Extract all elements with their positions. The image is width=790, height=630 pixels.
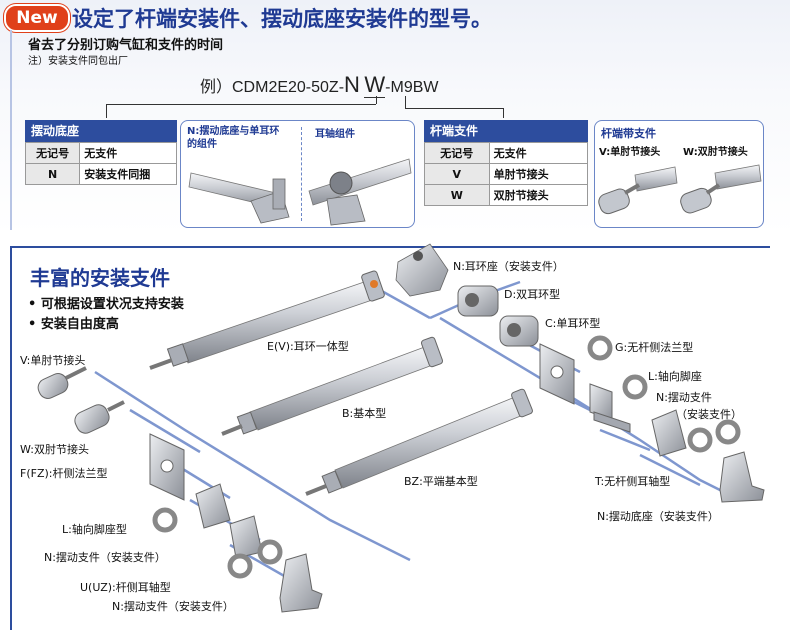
- label-n-ear: N:耳环座（安装支件）: [453, 260, 564, 273]
- bracket-line-w: [405, 96, 406, 108]
- table-row: W 双肘节接头: [424, 184, 589, 206]
- note: 注）安装支件同包出厂: [28, 56, 128, 67]
- pivot-bracket-right: [651, 409, 741, 457]
- table-cell-value: 安装支件同捆: [79, 163, 177, 185]
- table-cell-value: 单肘节接头: [488, 163, 589, 185]
- table-cell-key: V: [424, 163, 490, 185]
- pivot-panel-right-label: 耳轴组件: [315, 129, 355, 140]
- section-bullet-2: • 安装自由度高: [28, 317, 119, 332]
- model-prefix: 例）CDM2E20-50Z-: [200, 79, 345, 96]
- rodend-panel-left-label: V:单肘节接头: [599, 147, 661, 158]
- double-knuckle-w: [74, 400, 125, 434]
- header-left-edge: [10, 30, 12, 230]
- new-badge: New: [4, 4, 70, 32]
- pivot-table-block: 摆动底座 无记号 无支件 N 安装支件同捆: [24, 120, 177, 185]
- pivot-table-title: 摆动底座: [25, 120, 177, 142]
- model-part-n: N: [344, 72, 360, 97]
- section-divider: [10, 246, 770, 248]
- table-cell-value: 双肘节接头: [488, 184, 589, 206]
- table-cell-value: 无支件: [488, 142, 589, 164]
- model-example: 例）CDM2E20-50Z-N W-M9BW: [200, 72, 438, 98]
- label-g-flange: G:无杆侧法兰型: [615, 341, 694, 354]
- model-part-w: W: [364, 72, 386, 98]
- single-knuckle-joint: [598, 166, 678, 215]
- table-row: V 单肘节接头: [424, 163, 589, 185]
- double-clevis-d: [457, 285, 499, 317]
- pivot-base-right: [719, 451, 765, 503]
- label-n-pivot-right-2: （安装支件）: [676, 408, 742, 421]
- pivot-cylinder-left: [188, 172, 290, 224]
- connector-lines: [94, 280, 741, 587]
- page-title: 设定了杆端安装件、摆动底座安装件的型号。: [72, 7, 492, 31]
- panel-divider: [301, 127, 302, 221]
- foot-l-left: [152, 483, 231, 533]
- rodend-illustration: [598, 164, 762, 215]
- cylinder-b-basic: [221, 336, 444, 436]
- label-u-trunnion: U(UZ):杆侧耳轴型: [80, 581, 171, 594]
- pivot-table: 无记号 无支件 N 安装支件同捆: [24, 142, 177, 185]
- pivot-panel-left-label: N:摆动底座与单耳环的组件: [187, 126, 280, 150]
- flange-f: [149, 433, 185, 501]
- single-clevis-c: [499, 315, 539, 347]
- label-f-flange: F(FZ):杆侧法兰型: [20, 467, 108, 480]
- cylinder-e-integrated: [149, 270, 385, 370]
- label-e-integrated: E(V):耳环一体型: [267, 340, 349, 353]
- bracket-line-w-drop: [503, 108, 504, 118]
- section-left-edge: [10, 246, 12, 630]
- rodend-panel-right-label: W:双肘节接头: [683, 147, 748, 158]
- pivot-base-left: [279, 553, 323, 613]
- subtitle: 省去了分别订购气缸和支件的时间: [28, 38, 224, 53]
- label-c-single: C:单耳环型: [545, 317, 601, 330]
- label-bz-flat: BZ:平端基本型: [404, 475, 478, 488]
- rodend-panel: 杆端带支件 V:单肘节接头 W:双肘节接头: [594, 120, 764, 228]
- bracket-line-w-h: [405, 108, 503, 109]
- rodend-table-block: 杆端支件 无记号 无支件 V 单肘节接头 W 双肘节接头: [424, 120, 589, 206]
- label-n-pivot-left: N:摆动支件（安装支件）: [44, 551, 166, 564]
- table-cell-key: N: [24, 163, 81, 185]
- model-suffix: -M9BW: [385, 79, 439, 96]
- label-l-foot-right: L:轴向脚座: [648, 370, 702, 383]
- label-n-pivot-base: N:摆动底座（安装支件）: [597, 510, 719, 523]
- bracket-line-n-drop: [106, 104, 107, 118]
- table-row: N 安装支件同捆: [24, 163, 177, 185]
- table-cell-key: 无记号: [24, 142, 81, 164]
- table-row: 无记号 无支件: [24, 142, 177, 164]
- label-w-double: W:双肘节接头: [20, 443, 89, 456]
- rodend-table: 无记号 无支件 V 单肘节接头 W 双肘节接头: [424, 142, 589, 206]
- table-cell-key: W: [424, 184, 490, 206]
- section-bullet-1: • 可根据设置状况支持安装: [28, 297, 184, 312]
- double-knuckle-joint: [680, 164, 762, 214]
- label-n-pivot-left-2: N:摆动支件（安装支件）: [112, 600, 234, 613]
- pivot-assembly-panel: N:摆动底座与单耳环的组件 耳轴组件: [180, 120, 415, 228]
- trunnion-cylinder-right: [308, 158, 412, 226]
- label-l-foot-left: L:轴向脚座型: [62, 523, 127, 536]
- label-b-basic: B:基本型: [342, 407, 387, 420]
- single-knuckle-v: [37, 366, 87, 399]
- pivot-assembly-illustration: [188, 158, 412, 226]
- rodend-panel-title: 杆端带支件: [601, 127, 656, 140]
- section-title: 丰富的安装支件: [30, 266, 170, 290]
- bracket-line-n-vert: [376, 96, 377, 104]
- label-d-double: D:双耳环型: [504, 288, 561, 301]
- rodend-table-title: 杆端支件: [424, 120, 588, 142]
- bracket-line-n: [106, 104, 376, 105]
- label-t-trunnion: T:无杆侧耳轴型: [595, 475, 671, 488]
- flange-g: [539, 335, 613, 405]
- ear-bracket-n: [395, 243, 449, 297]
- table-cell-value: 无支件: [79, 142, 177, 164]
- cylinder-bz-flat: [305, 388, 533, 496]
- pivot-bracket-left: [227, 515, 283, 579]
- label-n-pivot-right: N:摆动支件: [656, 391, 712, 404]
- label-v-single: V:单肘节接头: [20, 354, 86, 367]
- foot-l-right: [589, 374, 648, 433]
